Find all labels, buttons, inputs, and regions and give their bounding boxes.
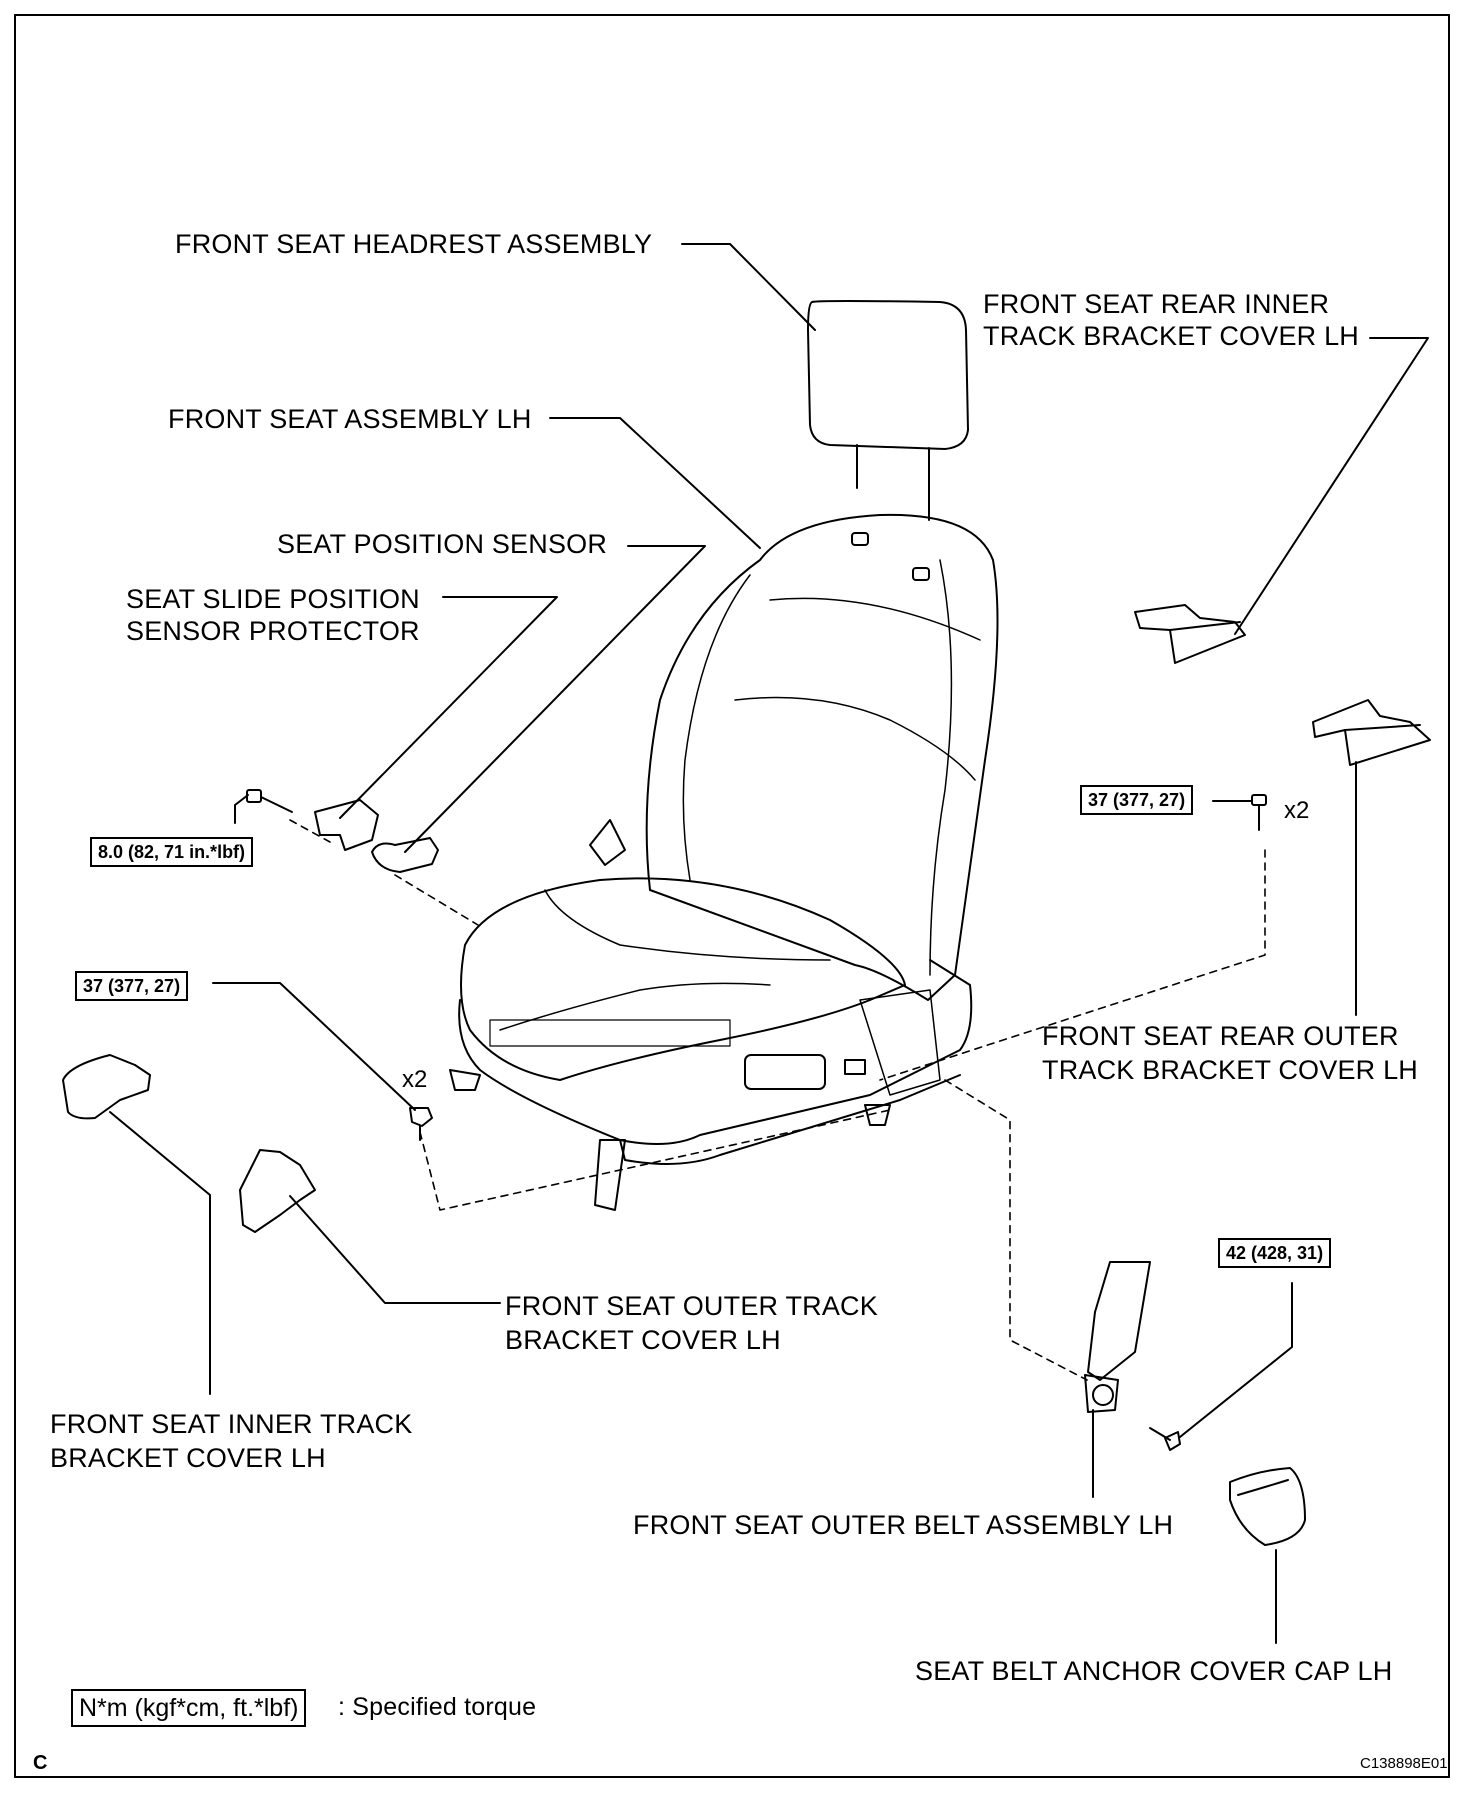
leader-anchor-torque [1179, 1282, 1293, 1438]
rear-outer-cover-shape [1312, 699, 1431, 766]
slide-protector-shape [314, 799, 379, 851]
label-seat-position-sensor: SEAT POSITION SENSOR [277, 529, 608, 559]
label-outer-track-line2: BRACKET COVER LH [505, 1325, 781, 1355]
seat-belt-shape [1084, 1261, 1151, 1413]
corner-mark: C [33, 1752, 48, 1774]
front-bolt-shape [409, 1107, 433, 1141]
anchor-cap-shape [1229, 1467, 1306, 1546]
label-headrest-assembly: FRONT SEAT HEADREST ASSEMBLY [175, 229, 653, 259]
rear-inner-cover-shape [1134, 604, 1246, 664]
torque-sensor-bolt: 8.0 (82, 71 in.*lbf) [90, 837, 254, 867]
leader-slide-protector [339, 596, 558, 819]
inner-track-cover-shape [62, 1054, 151, 1120]
leader-seat-assembly [549, 417, 761, 549]
dashed-guides [289, 819, 1266, 1381]
sensor-bolt-shape [246, 789, 293, 813]
leader-sensor-torque [234, 794, 249, 824]
label-rear-inner-line2: TRACK BRACKET COVER LH [983, 321, 1359, 351]
quantity-rear-bolts: x2 [1284, 797, 1310, 824]
leader-position-sensor [404, 545, 706, 853]
figure-id: C138898E01 [1360, 1755, 1448, 1772]
label-slide-protector-line1: SEAT SLIDE POSITION [126, 584, 420, 614]
label-outer-belt-assembly: FRONT SEAT OUTER BELT ASSEMBLY LH [633, 1510, 1174, 1540]
headrest-shape [807, 300, 969, 521]
label-anchor-cover-cap: SEAT BELT ANCHOR COVER CAP LH [915, 1656, 1393, 1686]
label-inner-track-line2: BRACKET COVER LH [50, 1443, 326, 1473]
leader-inner-track [109, 1111, 211, 1395]
diagram-frame [14, 14, 1450, 1778]
label-rear-outer-line2: TRACK BRACKET COVER LH [1042, 1055, 1418, 1085]
torque-rear-bolts: 37 (377, 27) [1080, 785, 1194, 815]
leader-front-torque [212, 982, 416, 1111]
leader-rear-inner [1234, 337, 1429, 635]
label-inner-track-line1: FRONT SEAT INNER TRACK [50, 1409, 413, 1439]
label-rear-outer-line1: FRONT SEAT REAR OUTER [1042, 1021, 1399, 1051]
label-rear-inner-line1: FRONT SEAT REAR INNER [983, 289, 1330, 319]
legend-description: : Specified torque [338, 1693, 537, 1721]
torque-anchor-bolt: 42 (428, 31) [1218, 1238, 1332, 1268]
legend-unit-box: N*m (kgf*cm, ft.*lbf) [71, 1689, 307, 1727]
leader-outer-track [289, 1195, 501, 1304]
seat-cushion-shape [449, 819, 973, 1211]
torque-front-bolts: 37 (377, 27) [75, 971, 189, 1001]
outer-track-cover-shape [239, 1149, 316, 1233]
label-slide-protector-line2: SENSOR PROTECTOR [126, 616, 420, 646]
quantity-front-bolts: x2 [402, 1066, 428, 1093]
label-seat-assembly: FRONT SEAT ASSEMBLY LH [168, 404, 532, 434]
anchor-bolt-shape [1149, 1427, 1181, 1451]
seat-back-shape [645, 513, 999, 1001]
position-sensor-shape [371, 837, 439, 873]
leader-lines [109, 243, 1429, 1644]
label-outer-track-line1: FRONT SEAT OUTER TRACK [505, 1291, 878, 1321]
leader-headrest [681, 243, 816, 331]
rear-bolt-shape [1251, 794, 1267, 831]
